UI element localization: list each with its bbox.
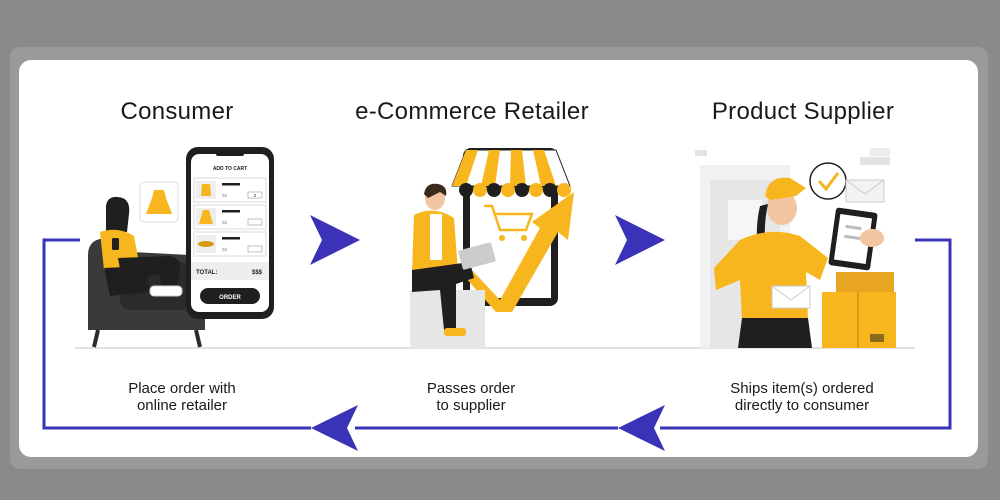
caption-line: Ships item(s) ordered [730, 380, 874, 397]
arrow-left-1 [311, 405, 358, 451]
caption-line: online retailer [136, 397, 228, 414]
stage-caption-supplier: Ships item(s) ordered directly to consum… [692, 380, 912, 414]
stage-caption-retailer: Passes order to supplier [381, 380, 561, 414]
stage-title-consumer: Consumer [120, 98, 234, 125]
consumer-illustration [88, 181, 205, 348]
phone-order-label: ORDER [219, 295, 241, 301]
arrow-right-2 [615, 215, 665, 265]
phone-total-value: $$$ [252, 270, 263, 276]
price-mark: $$ [222, 193, 228, 198]
caption-line: directly to consumer [734, 397, 870, 414]
return-line-right [660, 238, 952, 430]
phone-header: ADD TO CART [213, 166, 247, 172]
qty-mark: 2 [254, 193, 257, 198]
stage-caption-consumer: Place order with online retailer [92, 380, 272, 414]
arrow-right-1 [310, 215, 360, 265]
caption-line: Place order with [128, 380, 236, 397]
stage-title-retailer: e-Commerce Retailer [355, 98, 589, 125]
supplier-illustration [695, 148, 896, 348]
return-line-left [42, 238, 311, 430]
phone-total-label: TOTAL: [196, 270, 217, 276]
price-mark: $$ [222, 220, 228, 225]
arrow-left-2 [618, 405, 665, 451]
shopping-phone: ADD TO CART $$ $$ $$ 2 TOTAL: $$ [186, 147, 274, 319]
stage-title-supplier: Product Supplier [711, 98, 895, 125]
caption-line: Passes order [426, 380, 516, 397]
caption-line: to supplier [436, 397, 506, 414]
phone-order-button [200, 288, 260, 304]
retailer-illustration [410, 148, 574, 348]
price-mark: $$ [222, 247, 228, 252]
flow-arrows [42, 215, 952, 451]
